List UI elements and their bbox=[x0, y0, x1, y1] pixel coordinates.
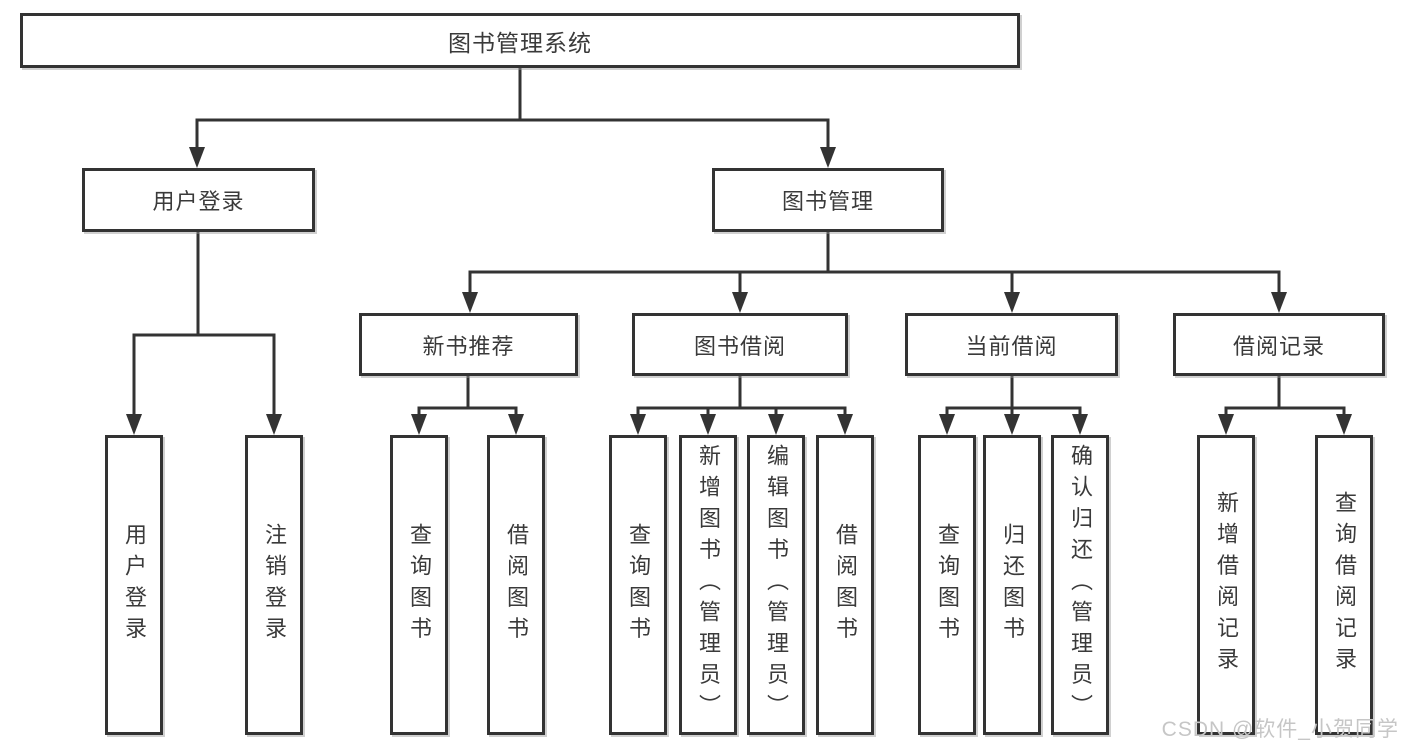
node-library-system: 图书管理系统 bbox=[20, 13, 1020, 68]
node-user-login: 用户登录 bbox=[82, 168, 315, 232]
leaf-add-borrow-record-label: 新增借阅记录 bbox=[1214, 491, 1239, 679]
node-book-borrow-label: 图书借阅 bbox=[693, 333, 786, 359]
leaf-recommend-borrow-books: 借阅图书 bbox=[487, 435, 545, 735]
leaf-user-login: 用户登录 bbox=[105, 435, 163, 735]
leaf-user-login-label: 用户登录 bbox=[122, 522, 147, 648]
node-borrow-records-label: 借阅记录 bbox=[1232, 333, 1325, 359]
leaf-return-books: 归还图书 bbox=[983, 435, 1041, 735]
leaf-current-query-books-label: 查询图书 bbox=[935, 522, 960, 648]
leaf-add-books-admin-label: 新增图书（管理员） bbox=[696, 444, 721, 726]
leaf-logout-label: 注销登录 bbox=[262, 522, 287, 648]
leaf-borrow-query-books: 查询图书 bbox=[609, 435, 667, 735]
leaf-edit-books-admin-label: 编辑图书（管理员） bbox=[764, 444, 789, 726]
node-current-borrow-label: 当前借阅 bbox=[965, 333, 1058, 359]
node-library-system-label: 图书管理系统 bbox=[448, 29, 592, 56]
leaf-return-books-label: 归还图书 bbox=[1000, 522, 1025, 648]
leaf-logout: 注销登录 bbox=[245, 435, 303, 735]
leaf-confirm-return-admin: 确认归还（管理员） bbox=[1051, 435, 1109, 735]
node-new-book-recommend: 新书推荐 bbox=[359, 313, 578, 376]
leaf-recommend-query-books-label: 查询图书 bbox=[407, 522, 432, 648]
leaf-current-query-books: 查询图书 bbox=[918, 435, 976, 735]
leaf-edit-books-admin: 编辑图书（管理员） bbox=[747, 435, 805, 735]
node-book-management-label: 图书管理 bbox=[781, 189, 874, 214]
leaf-add-books-admin: 新增图书（管理员） bbox=[679, 435, 737, 735]
leaf-borrow-books-label: 借阅图书 bbox=[833, 522, 858, 648]
node-borrow-records: 借阅记录 bbox=[1173, 313, 1385, 376]
leaf-borrow-query-books-label: 查询图书 bbox=[626, 522, 651, 648]
node-book-borrow: 图书借阅 bbox=[632, 313, 848, 376]
csdn-watermark: CSDN @软件_小贺同学 bbox=[1161, 718, 1399, 741]
node-new-book-recommend-label: 新书推荐 bbox=[422, 333, 515, 359]
leaf-borrow-books: 借阅图书 bbox=[816, 435, 874, 735]
arrowhead-icons bbox=[126, 147, 1352, 435]
leaf-confirm-return-admin-label: 确认归还（管理员） bbox=[1068, 444, 1093, 726]
node-user-login-label: 用户登录 bbox=[152, 189, 245, 214]
node-book-management: 图书管理 bbox=[712, 168, 944, 232]
leaf-add-borrow-record: 新增借阅记录 bbox=[1197, 435, 1255, 735]
leaf-recommend-query-books: 查询图书 bbox=[390, 435, 448, 735]
leaf-query-borrow-record-label: 查询借阅记录 bbox=[1332, 491, 1357, 679]
node-current-borrow: 当前借阅 bbox=[905, 313, 1118, 376]
leaf-query-borrow-record: 查询借阅记录 bbox=[1315, 435, 1373, 735]
leaf-recommend-borrow-books-label: 借阅图书 bbox=[504, 522, 529, 648]
